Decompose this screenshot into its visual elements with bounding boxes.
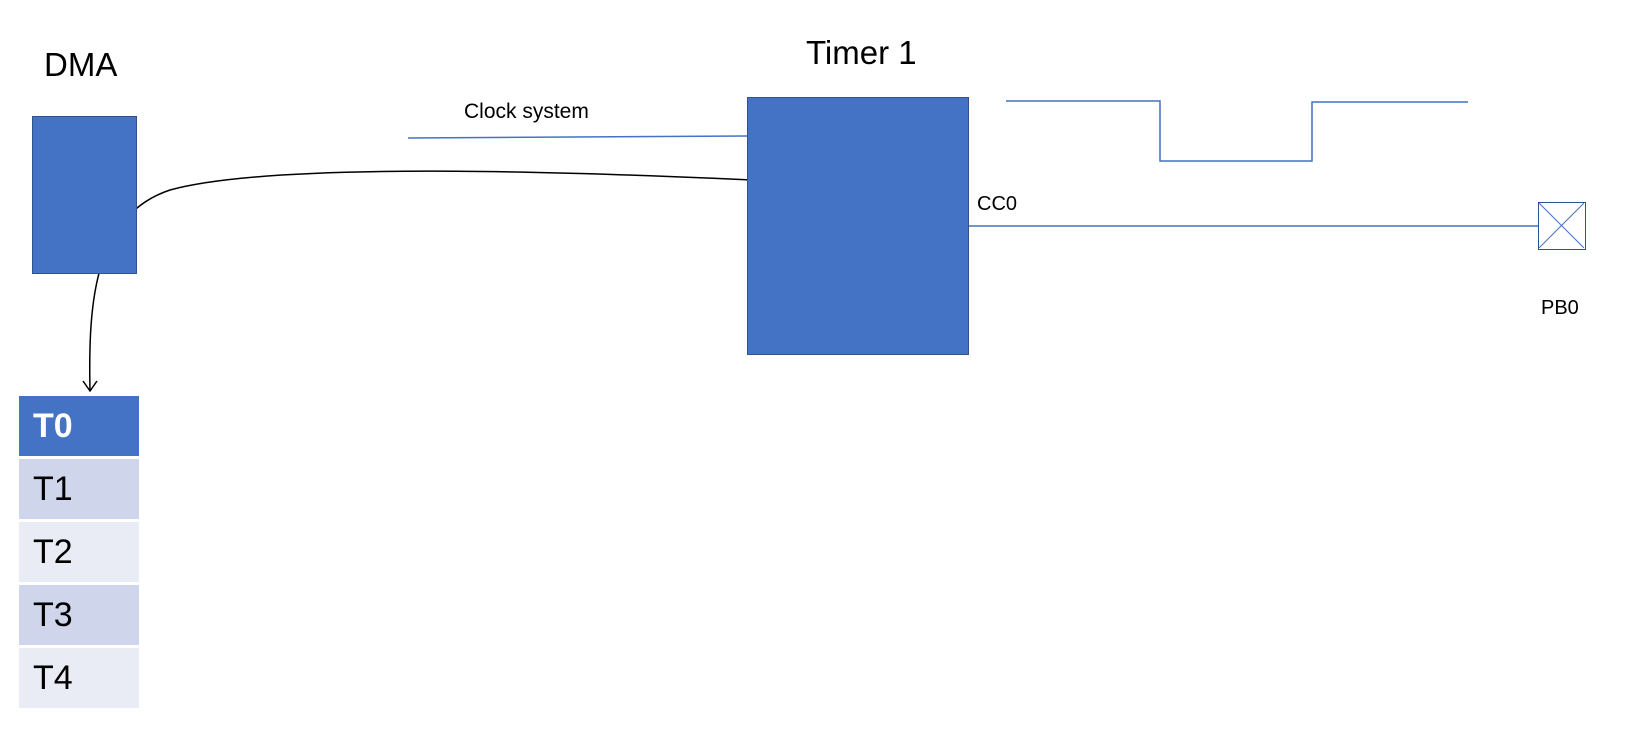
table-row: T2 [19, 522, 139, 582]
arrow-head-icon [82, 380, 98, 393]
dma-block [32, 116, 137, 274]
table-row: T4 [19, 648, 139, 708]
table-row: T0 [19, 396, 139, 456]
dma-table: T0 T1 T2 T3 T4 [19, 396, 139, 711]
pin-pb0-icon [1538, 202, 1586, 250]
pwm-waveform [1006, 100, 1468, 162]
pb0-label: PB0 [1541, 297, 1579, 319]
table-row: T3 [19, 585, 139, 645]
clock-line [407, 135, 748, 139]
dma-title: DMA [44, 46, 118, 83]
timer-title: Timer 1 [806, 34, 917, 71]
cc0-label: CC0 [977, 193, 1018, 215]
clock-system-label: Clock system [464, 100, 589, 123]
dma-transfer-arrow [88, 170, 837, 391]
timer-block [747, 97, 969, 355]
table-row: T1 [19, 459, 139, 519]
